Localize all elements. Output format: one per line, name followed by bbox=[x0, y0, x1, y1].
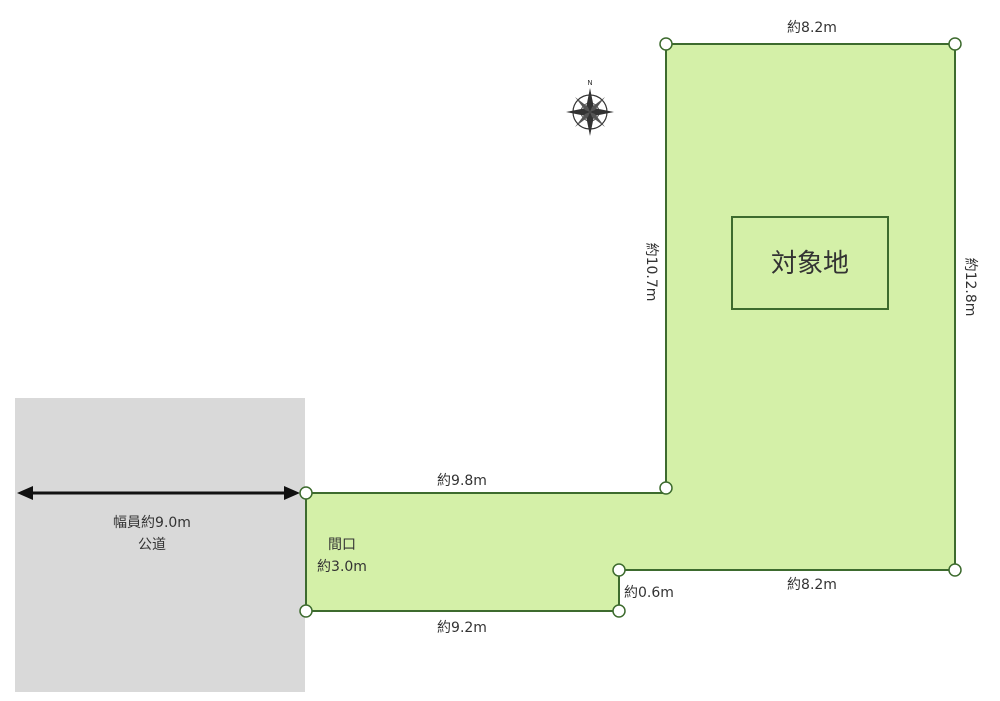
road-width-label: 幅員約9.0m bbox=[113, 515, 191, 531]
public-road bbox=[15, 398, 305, 692]
dim-right: 約12.8m bbox=[962, 258, 978, 317]
lot-title-box bbox=[731, 216, 889, 310]
dim-top: 約8.2m bbox=[787, 20, 837, 36]
compass-north-label: N bbox=[587, 79, 592, 87]
vertex bbox=[659, 481, 673, 495]
vertex bbox=[299, 604, 313, 618]
road-width-arrow bbox=[17, 486, 300, 500]
subject-lot bbox=[305, 43, 956, 612]
vertex bbox=[299, 486, 313, 500]
vertex bbox=[612, 604, 626, 618]
lot-title: 対象地 bbox=[771, 249, 849, 279]
dim-bottom: 約9.2m bbox=[437, 620, 487, 636]
vertex bbox=[659, 37, 673, 51]
vertex bbox=[612, 563, 626, 577]
dim-upper-step: 約9.8m bbox=[437, 473, 487, 489]
vertex bbox=[948, 563, 962, 577]
frontage-title: 間口 bbox=[328, 537, 356, 553]
dim-inner-vertical: 約10.7m bbox=[643, 243, 659, 302]
dim-lower-right: 約8.2m bbox=[787, 577, 837, 593]
frontage-dim: 約3.0m bbox=[317, 559, 367, 575]
vertex bbox=[948, 37, 962, 51]
road-type-label: 公道 bbox=[138, 537, 166, 553]
lot-vertices bbox=[299, 37, 962, 618]
compass-rose-icon: N bbox=[566, 79, 614, 136]
dim-step-small: 約0.6m bbox=[624, 585, 674, 601]
